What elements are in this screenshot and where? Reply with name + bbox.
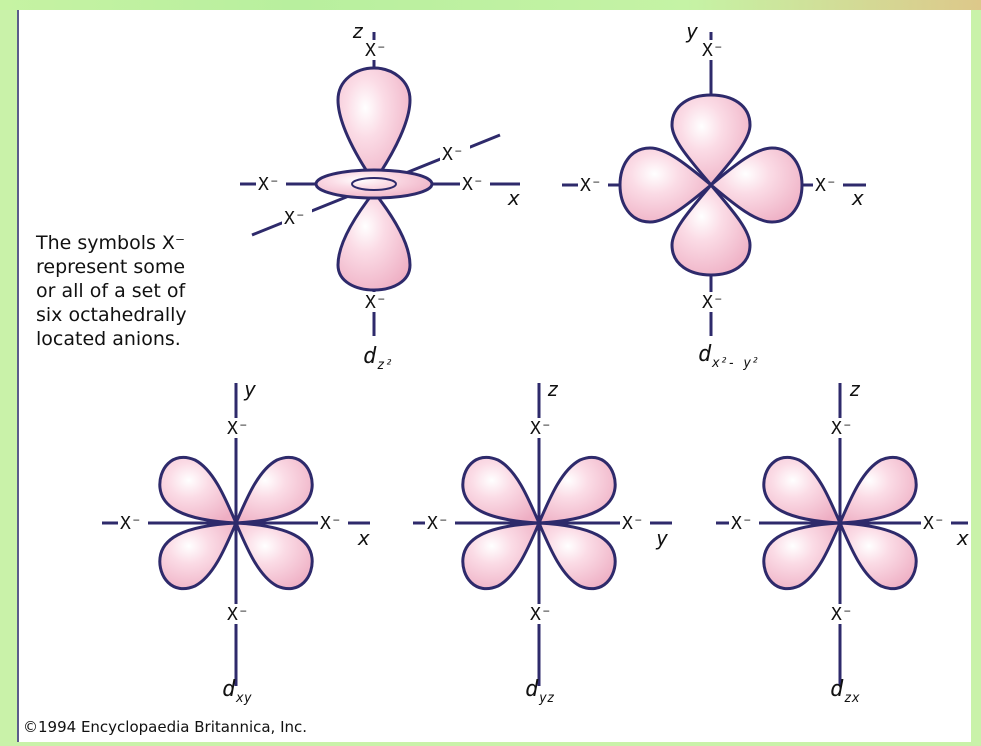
ligand-label: X⁻ bbox=[702, 292, 724, 313]
orbital-sub-dyz: yz bbox=[538, 691, 555, 706]
dz2-upper-lobe bbox=[336, 66, 412, 185]
axis-label-x: x bbox=[357, 526, 370, 550]
ligand-label: X⁻ bbox=[815, 175, 837, 196]
ligand-label: X⁻ bbox=[622, 513, 644, 534]
ligand-label: X⁻ bbox=[442, 144, 464, 165]
orbital-dxy bbox=[102, 383, 370, 686]
dx2y2-right-lobe bbox=[708, 146, 804, 224]
dzx-lobe-bl bbox=[762, 521, 843, 591]
ligand-label: X⁻ bbox=[831, 418, 853, 439]
ligand-label: X⁻ bbox=[530, 418, 552, 439]
dzx-lobe-br bbox=[837, 521, 918, 591]
ligand-label: X⁻ bbox=[258, 174, 280, 195]
figure-panel bbox=[17, 10, 975, 742]
dyz-lobe-tl bbox=[461, 455, 542, 525]
dx2y2-bottom-lobe bbox=[670, 182, 752, 277]
ligand-label: X⁻ bbox=[702, 40, 724, 61]
ligand-label: X⁻ bbox=[365, 40, 387, 61]
axis-label-x: x bbox=[956, 526, 969, 550]
orbital-name-dz2: d bbox=[363, 344, 377, 369]
orbital-sub-dzx: zx bbox=[844, 691, 860, 706]
dzx-lobe-tr bbox=[837, 455, 918, 525]
axis-label-y: y bbox=[655, 526, 668, 550]
ligand-label: X⁻ bbox=[427, 513, 449, 534]
orbital-name-dx2y2: d bbox=[698, 342, 712, 367]
dxy-lobe-tl bbox=[158, 455, 239, 525]
orbital-dx2y2 bbox=[562, 32, 866, 336]
dx2y2-left-lobe bbox=[618, 146, 714, 224]
axis-label-y: y bbox=[243, 377, 256, 401]
dyz-lobe-br bbox=[536, 521, 617, 591]
ligand-label: X⁻ bbox=[731, 513, 753, 534]
ligand-label: X⁻ bbox=[320, 513, 342, 534]
orbital-dz2 bbox=[240, 32, 520, 336]
orbital-sub-dxy: xy bbox=[235, 691, 252, 706]
axis-label-x: x bbox=[507, 186, 520, 210]
dx2y2-top-lobe bbox=[670, 93, 752, 188]
orbital-dyz bbox=[413, 383, 672, 686]
ligand-label: X⁻ bbox=[831, 604, 853, 625]
orbital-sub-dx2y2: x²- y² bbox=[711, 356, 759, 371]
ligand-label: X⁻ bbox=[227, 418, 249, 439]
dz2-lower-lobe bbox=[336, 189, 412, 292]
axis-label-z: z bbox=[849, 377, 861, 401]
orbital-name-dyz: d bbox=[525, 677, 539, 702]
dxy-lobe-br bbox=[233, 521, 314, 591]
axis-label-y: y bbox=[685, 19, 698, 43]
orbital-sub-dz2: z² bbox=[377, 358, 393, 373]
copyright-notice: ©1994 Encyclopaedia Britannica, Inc. bbox=[23, 718, 308, 736]
ligand-label: X⁻ bbox=[462, 174, 484, 195]
orbital-dzx bbox=[716, 383, 968, 686]
top-border-strip bbox=[0, 0, 981, 10]
dxy-lobe-bl bbox=[158, 521, 239, 591]
ligand-label: X⁻ bbox=[284, 208, 306, 229]
dz2-torus-hole bbox=[351, 177, 397, 191]
orbital-name-dxy: d bbox=[222, 677, 236, 702]
ligand-label: X⁻ bbox=[227, 604, 249, 625]
ligand-label: X⁻ bbox=[120, 513, 142, 534]
symbol-note: The symbols X⁻ represent some or all of … bbox=[36, 232, 187, 350]
ligand-label: X⁻ bbox=[365, 292, 387, 313]
dyz-lobe-tr bbox=[536, 455, 617, 525]
axis-label-z: z bbox=[352, 19, 364, 43]
dz2-torus bbox=[314, 168, 434, 200]
dyz-lobe-bl bbox=[461, 521, 542, 591]
ligand-label: X⁻ bbox=[580, 175, 602, 196]
orbital-name-dzx: d bbox=[830, 677, 844, 702]
dxy-lobe-tr bbox=[233, 455, 314, 525]
dzx-lobe-tl bbox=[762, 455, 843, 525]
ligand-label: X⁻ bbox=[530, 604, 552, 625]
axis-label-x: x bbox=[851, 186, 864, 210]
ligand-label: X⁻ bbox=[923, 513, 945, 534]
axis-label-z: z bbox=[547, 377, 559, 401]
right-border-strip bbox=[971, 10, 981, 746]
